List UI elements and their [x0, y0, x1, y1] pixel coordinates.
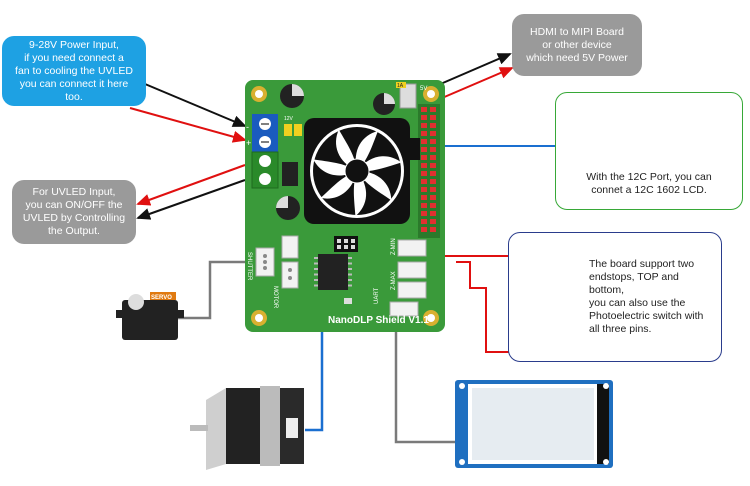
gpio-pin — [430, 219, 436, 224]
gpio-pin — [421, 155, 427, 160]
zmax-connector-2 — [397, 281, 427, 299]
uart-connector — [389, 301, 419, 317]
gpio-pin — [430, 187, 436, 192]
gpio-pin — [421, 211, 427, 216]
zmin-connector — [397, 239, 427, 257]
gpio-pin — [421, 147, 427, 152]
servo-motor: SERVO — [116, 292, 184, 340]
gpio-pin — [430, 179, 436, 184]
capacitor-bottom — [276, 196, 300, 220]
label-5v: 5V — [420, 86, 427, 92]
gpio-pin — [430, 203, 436, 208]
motor-connector — [281, 235, 299, 289]
gpio-pin — [421, 131, 427, 136]
gpio-pin — [421, 139, 427, 144]
callout-endstops: The board support two endstops, TOP and … — [508, 232, 722, 362]
gpio-pin — [421, 203, 427, 208]
jumper-block — [334, 236, 358, 252]
callout-lcd-text: With the 12C Port, you can connet a 12C … — [586, 171, 712, 196]
capacitor-right — [373, 93, 395, 115]
driver-pin — [314, 284, 318, 287]
servo-wire-gray — [178, 260, 260, 320]
driver-pin — [314, 268, 318, 270]
endstop-bottom-wire-red — [456, 261, 522, 353]
callout-i2c-lcd: With the 12C Port, you can connet a 12C … — [555, 92, 743, 210]
label-uart: UART — [374, 287, 380, 304]
touch-display — [455, 380, 613, 468]
label-zmax: Z-MAX — [391, 271, 397, 290]
terminal-minus: - — [246, 122, 249, 132]
power-terminal — [252, 114, 278, 152]
driver-pin — [348, 268, 352, 270]
callout-power-text: 9-28V Power Input, if you need connect a… — [15, 38, 133, 103]
gpio-header — [418, 104, 440, 238]
gpio-pin — [430, 139, 436, 144]
uvled-terminal — [251, 151, 279, 189]
gpio-pin — [430, 147, 436, 152]
i2c-header — [408, 138, 420, 160]
board-name: NanoDLP Shield V1.1 — [328, 315, 429, 326]
driver-pin — [348, 262, 352, 265]
servo-label: SERVO — [151, 295, 172, 301]
driver-pin — [348, 284, 352, 287]
gpio-pin — [430, 155, 436, 160]
gpio-pin — [421, 115, 427, 120]
gpio-pin — [430, 115, 436, 120]
callout-uvled-input: For UVLED Input, you can ON/OFF the UVLE… — [12, 180, 136, 244]
label-shutter: SHUTTER — [246, 252, 252, 281]
cooling-fan — [304, 118, 410, 224]
gpio-pin — [430, 163, 436, 168]
gpio-pin — [421, 219, 427, 224]
driver-pin — [348, 273, 352, 276]
uvled-wire-red — [136, 164, 246, 206]
gpio-pin — [421, 163, 427, 168]
nanodlp-board: + - 12V 1A 5V — [245, 80, 445, 332]
gpio-pin — [421, 123, 427, 128]
zmax-connector — [397, 261, 427, 279]
mosfet-chip — [282, 162, 298, 186]
driver-pin — [348, 257, 352, 259]
label-zmin: Z-MIN — [391, 238, 397, 255]
callout-hdmi-mipi: HDMI to MIPI Board or other device which… — [512, 14, 642, 76]
gpio-pin — [421, 107, 427, 112]
gpio-pin — [430, 131, 436, 136]
callout-endstop-text: The board support two endstops, TOP and … — [589, 258, 704, 335]
gpio-pin — [430, 123, 436, 128]
gpio-pin — [430, 211, 436, 216]
stepper-motor — [190, 386, 304, 470]
driver-pin — [314, 257, 318, 259]
label-1a: 1A — [397, 83, 404, 89]
status-led — [344, 298, 352, 304]
uvled-wire-black — [136, 179, 246, 220]
regulator-5v — [399, 83, 417, 109]
gpio-pin — [430, 107, 436, 112]
gpio-pin — [421, 171, 427, 176]
label-12v: 12V — [284, 116, 294, 122]
callout-hdmi-text: HDMI to MIPI Board or other device which… — [526, 25, 628, 64]
gpio-pin — [421, 187, 427, 192]
uart-wire-gray — [394, 318, 455, 444]
gpio-pin — [430, 195, 436, 200]
driver-pin — [314, 273, 318, 276]
callout-uvled-text: For UVLED Input, you can ON/OFF the UVLE… — [22, 186, 126, 237]
power-wire-black — [144, 83, 247, 127]
power-wire-red — [129, 107, 247, 143]
terminal-plus: + — [246, 138, 251, 148]
gpio-pin — [421, 179, 427, 184]
callout-power-input: 9-28V Power Input, if you need connect a… — [2, 36, 146, 106]
capacitor-top — [280, 84, 304, 108]
driver-pin — [348, 279, 352, 281]
label-motor: MOTOR — [272, 286, 278, 309]
driver-ic — [314, 254, 352, 290]
gpio-pin — [430, 227, 436, 232]
gpio-pin — [430, 171, 436, 176]
gpio-pin — [421, 195, 427, 200]
shutter-connector — [255, 247, 275, 277]
driver-pin — [314, 279, 318, 281]
gpio-pin — [421, 227, 427, 232]
driver-pin — [314, 262, 318, 265]
